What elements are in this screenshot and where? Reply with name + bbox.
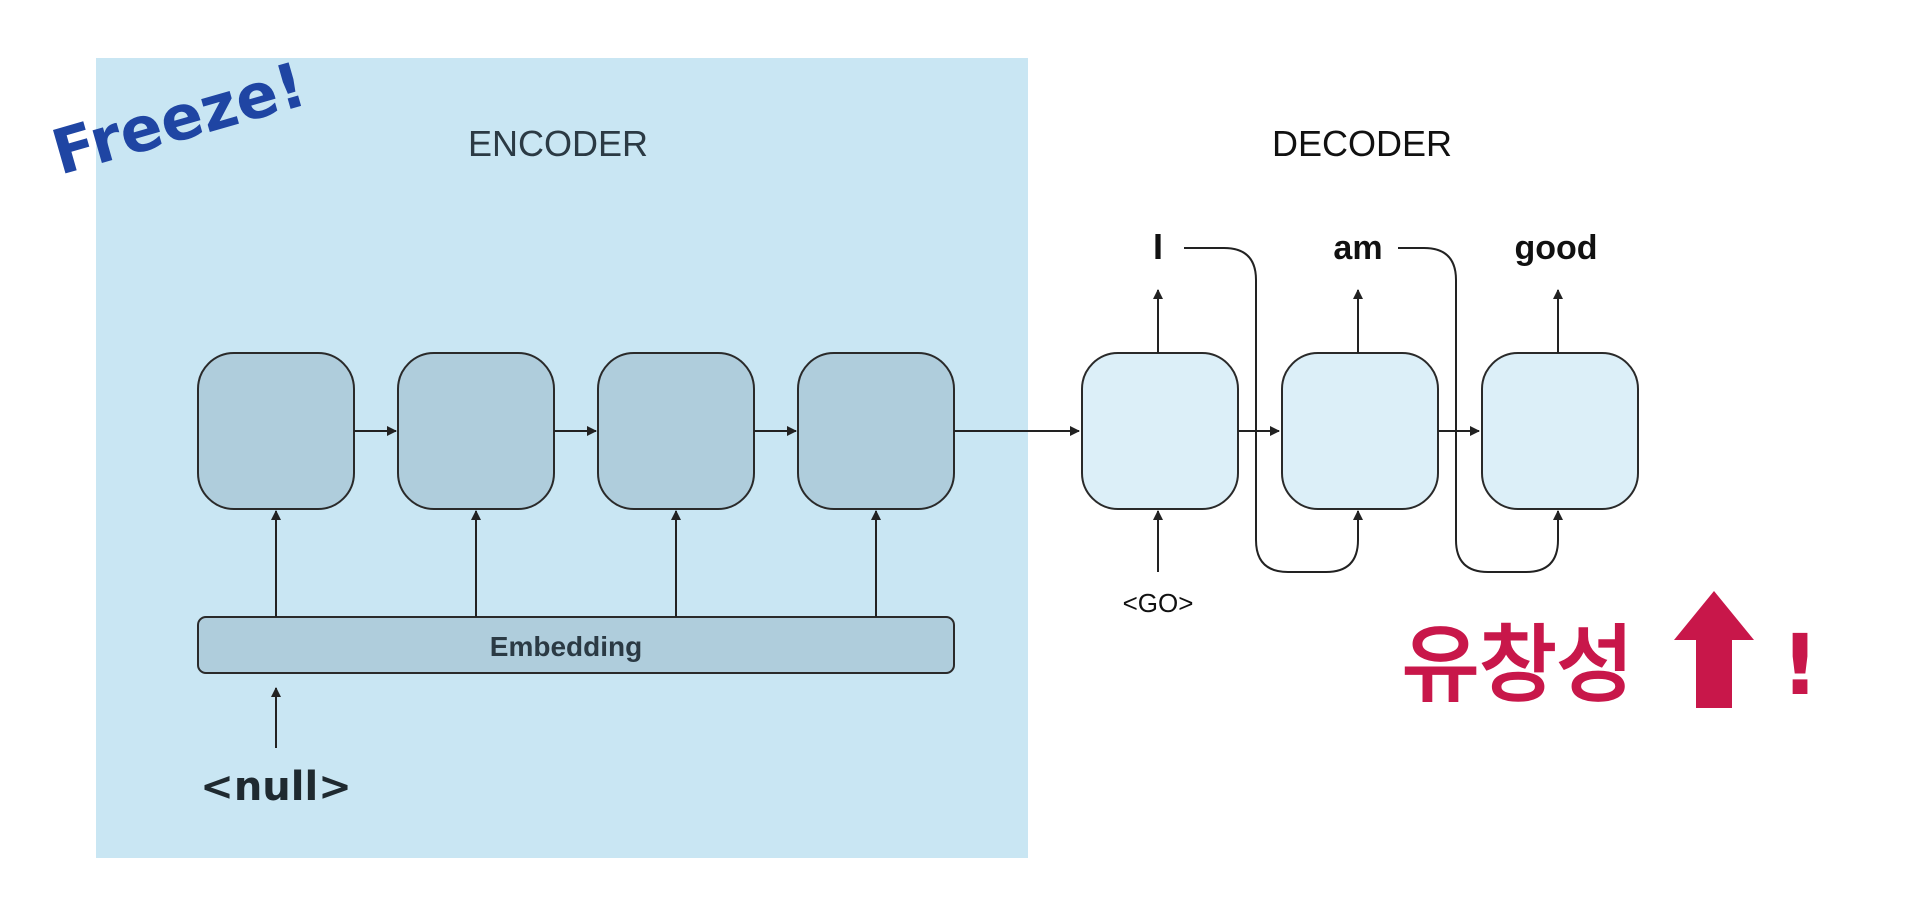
decoder-output-word: am [1333,229,1382,267]
fluency-callout: 유창성 [1402,616,1634,714]
callout-exclaim: ! [1781,616,1819,714]
feedback-arrow [1184,247,1363,573]
encoder-cell [197,352,355,510]
feedback-arrow [1398,247,1563,573]
decoder-cell [1281,352,1439,510]
decoder-output-word: good [1514,229,1597,267]
encoder-title: ENCODER [468,123,648,164]
up-arrow-icon [1674,591,1754,708]
decoder-title: DECODER [1272,123,1452,164]
embedding-bar [197,616,955,674]
decoder-output-word: I [1153,226,1163,267]
embedding-label: Embedding [490,631,642,662]
decoder-cell [1481,352,1639,510]
decoder-cell [1081,352,1239,510]
encoder-cell [797,352,955,510]
encoder-cell [397,352,555,510]
null-token: <null> [200,764,351,810]
go-token: <GO> [1123,588,1194,618]
encoder-cell [597,352,755,510]
